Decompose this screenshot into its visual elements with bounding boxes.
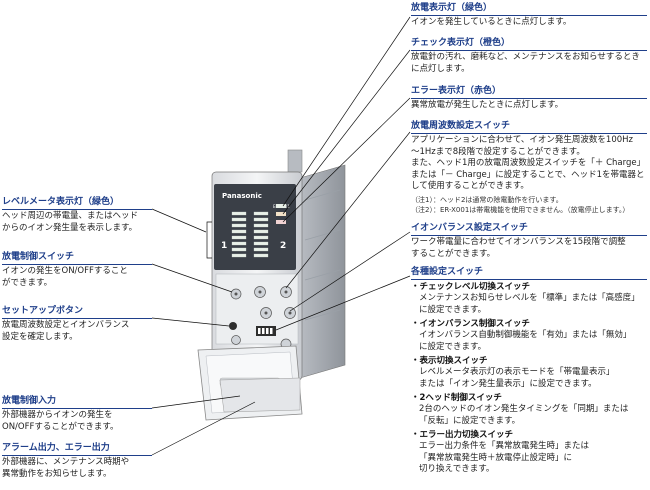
discharge-lamp: [276, 204, 286, 208]
callout-note: （注1）：ヘッド2は通常の除電動作を行います。: [411, 195, 563, 204]
callout-line: 外部機器に、メンテナンス時期や: [2, 457, 130, 467]
callout-note: （注2）：ER-X001は帯電機能を使用できません。（放電停止します。）: [411, 205, 630, 214]
switch-item: ・2ヘッド制御スイッチ 2台のヘッドのイオン発生タイミングを「同期」または 「反…: [411, 393, 647, 427]
callout-line: 外部機器からイオンの発生を: [2, 410, 113, 420]
callout-title: チェック表示灯（橙色）: [411, 38, 511, 48]
switch-item-line: に設定できます。: [419, 304, 487, 315]
switch-item: ・表示切換スイッチ レベルメータ表示灯の表示モードを「帯電量表示」 または「イオ…: [411, 356, 647, 390]
callout-alarm-output: アラーム出力、エラー出力 外部機器に、メンテナンス時期や 異常動作をお知らせしま…: [2, 442, 152, 480]
housing-side: [299, 164, 346, 379]
callout-title: 放電周波数設定スイッチ: [411, 121, 511, 131]
callout-title: レベルメータ表示灯（緑色）: [2, 197, 120, 207]
switch-item: ・チェックレベル切換スイッチ メンテナンスお知らせレベルを「標準」または「高感度…: [411, 282, 647, 316]
callout-various-switches: 各種設定スイッチ ・チェックレベル切換スイッチ メンテナンスお知らせレベルを「標…: [411, 266, 647, 476]
switch-item: ・エラー出力切換スイッチ エラー出力条件を「異常放電発生時」または 「異常放電発…: [411, 430, 647, 476]
callout-line: することができます。: [411, 248, 496, 259]
callout-line: ON/OFFすることができます。: [2, 421, 119, 432]
svg-text:1: 1: [221, 241, 227, 251]
brand-logo: Panasonic: [222, 192, 262, 200]
callout-discharge-lamp: 放電表示灯（緑色） イオンを発生しているときに点灯します。: [411, 2, 647, 29]
callout-line: に点灯します。: [411, 63, 470, 74]
switch-item-title: ・エラー出力切換スイッチ: [411, 430, 514, 440]
check-lamp: [276, 212, 286, 216]
callout-line: 放電周波数設定とイオンバランス: [2, 320, 130, 330]
leader-lines: [151, 16, 411, 456]
callout-line: ワーク帯電量に合わせてイオンバランスを15段階で調整: [411, 237, 626, 247]
callout-title: セットアップボタン: [2, 306, 84, 316]
callout-line: アプリケーションに合わせて、イオン発生周波数を100Hz: [411, 135, 633, 145]
switch-item-line: に設定できます。: [419, 341, 487, 352]
callout-title: 放電制御入力: [2, 396, 57, 406]
error-lamp: [276, 220, 286, 224]
level-meter-lamps: [231, 211, 269, 258]
switch-item-title: ・2ヘッド制御スイッチ: [411, 393, 502, 403]
switch-item-line: エラー出力条件を「異常放電発生時」または: [419, 441, 590, 451]
callout-line: ができます。: [2, 277, 53, 288]
callout-check-lamp: チェック表示灯（橙色） 放電針の汚れ、磨耗など、メンテナンスをお知らせするとき …: [411, 37, 647, 75]
callout-line: 異常動作をお知らせします。: [2, 468, 112, 479]
callout-line: または「－ Charge」に設定することで、ヘッド1を帯電器と: [411, 169, 645, 180]
callout-discharge-control-switch: 放電制御スイッチ イオンの発生をON/OFFすること ができます。: [2, 251, 152, 289]
setup-button: [229, 322, 237, 330]
callout-line: ヘッド周辺の帯電量、またはヘッド: [2, 211, 139, 221]
callout-line: 放電針の汚れ、磨耗など、メンテナンスをお知らせするとき: [411, 52, 640, 62]
callout-line: ～1Hzまで8段階で設定することができます。: [411, 146, 585, 157]
callout-discharge-control-input: 放電制御入力 外部機器からイオンの発生を ON/OFFすることができます。: [2, 395, 152, 433]
callout-title: イオンバランス設定スイッチ: [411, 223, 528, 233]
callout-line: して使用することができます。: [411, 181, 529, 191]
callout-error-lamp: エラー表示灯（赤色） 異常放電が発生したときに点灯します。: [411, 85, 647, 112]
switch-item-line: イオンバランス自動制御機能を「有効」または「無効」: [419, 330, 632, 340]
switch-item-line: 切り換えできます。: [419, 464, 495, 474]
callout-title: 放電表示灯（緑色）: [411, 3, 493, 13]
callout-balance-switch: イオンバランス設定スイッチ ワーク帯電量に合わせてイオンバランスを15段階で調整…: [411, 222, 647, 260]
callout-line: からのイオン発生量を表示します。: [2, 222, 138, 233]
switch-item-title: ・表示切換スイッチ: [411, 356, 488, 366]
callout-line: 設定を確定します。: [2, 331, 78, 342]
switch-item-line: メンテナンスお知らせレベルを「標準」または「高感度」: [419, 293, 640, 303]
callout-title: 放電制御スイッチ: [2, 252, 75, 262]
callout-title: アラーム出力、エラー出力: [2, 443, 110, 453]
top-bracket: [287, 149, 303, 173]
callout-frequency-switch: 放電周波数設定スイッチ アプリケーションに合わせて、イオン発生周波数を100Hz…: [411, 120, 647, 215]
switch-item-line: 2台のヘッドのイオン発生タイミングを「同期」または: [419, 404, 629, 414]
switch-item-line: または「イオン発生量表示」に設定できます。: [419, 378, 597, 389]
svg-text:2: 2: [280, 241, 286, 251]
callout-line: また、ヘッド1用の放電周波数設定スイッチを「＋ Charge」: [411, 158, 646, 168]
callout-line: イオンの発生をON/OFFすること: [2, 266, 128, 276]
callout-title: 各種設定スイッチ: [411, 267, 484, 277]
switch-item: ・イオンバランス制御スイッチ イオンバランス自動制御機能を「有効」または「無効」…: [411, 319, 647, 353]
callout-line: 異常放電が発生したときに点灯します。: [411, 100, 564, 110]
callout-level-meter: レベルメータ表示灯（緑色） ヘッド周辺の帯電量、またはヘッド からのイオン発生量…: [2, 196, 152, 234]
switch-item-line: 「異常放電発生時＋放電停止設定時」に: [419, 452, 573, 463]
switch-item-title: ・イオンバランス制御スイッチ: [411, 319, 530, 329]
callout-title: エラー表示灯（赤色）: [411, 86, 502, 96]
callout-setup-button: セットアップボタン 放電周波数設定とイオンバランス 設定を確定します。: [2, 305, 152, 343]
callout-line: イオンを発生しているときに点灯します。: [411, 17, 572, 27]
switch-item-line: レベルメータ表示灯の表示モードを「帯電量表示」: [419, 367, 615, 377]
switch-item-line: 「反転」に設定できます。: [419, 415, 521, 426]
switch-item-title: ・チェックレベル切換スイッチ: [411, 282, 531, 292]
